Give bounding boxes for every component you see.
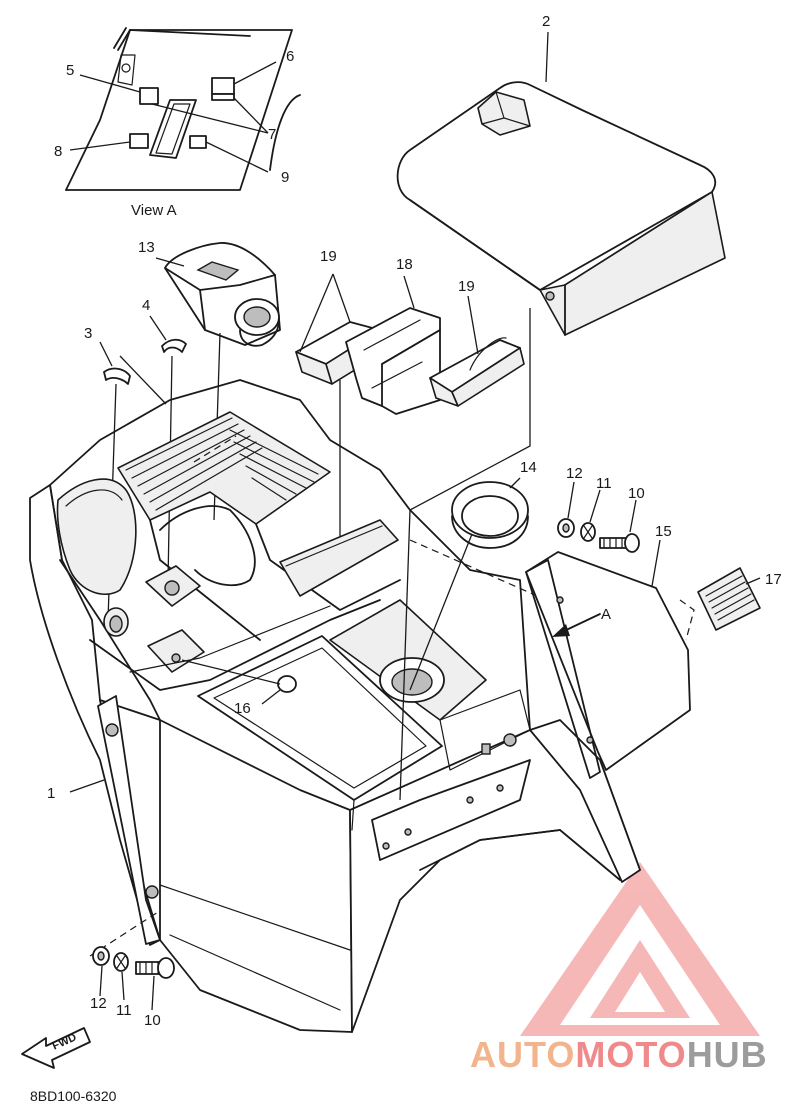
part-14-grommet: [409, 477, 529, 691]
watermark-moto: MOTO: [575, 1034, 687, 1075]
callout-12-upper: 12: [566, 465, 583, 482]
view-a-arrow: [552, 613, 601, 637]
callout-12-lower: 12: [90, 995, 107, 1012]
leader-19c: [467, 295, 479, 355]
callout-15: 15: [655, 523, 672, 540]
leader-19b: [332, 273, 351, 323]
part-17-label-plate: [679, 567, 761, 641]
dashed-route-b: [193, 435, 237, 463]
part-13-bracket: [155, 242, 281, 521]
callout-11-lower: 11: [116, 1002, 132, 1019]
hardware-upper-right: [557, 481, 640, 553]
callout-1: 1: [47, 785, 56, 802]
callout-6: 6: [286, 48, 295, 65]
callout-2: 2: [542, 13, 551, 30]
callout-5: 5: [66, 62, 75, 79]
fwd-arrow-icon: [21, 1027, 91, 1069]
leader-18: [403, 275, 415, 309]
part-1-console-body: [29, 379, 641, 1033]
view-a-inset: [65, 27, 301, 191]
callout-3: 3: [84, 325, 93, 342]
part-19-pad-right: [429, 337, 525, 407]
callout-17: 17: [765, 571, 782, 588]
callout-13: 13: [138, 239, 155, 256]
callout-10-upper: 10: [628, 485, 645, 502]
callout-8: 8: [54, 143, 63, 160]
callout-19-right: 19: [458, 278, 475, 295]
callout-11-upper: 11: [596, 475, 612, 492]
part-16-cap: [181, 659, 297, 705]
view-a-pointer-label: A: [601, 606, 612, 623]
callout-9: 9: [281, 169, 290, 186]
watermark-auto: AUTO: [470, 1034, 576, 1075]
part-2-lid: [396, 31, 726, 336]
callout-10-lower: 10: [144, 1012, 161, 1029]
leader-3-body: [119, 355, 167, 405]
callout-16: 16: [234, 700, 251, 717]
callout-18: 18: [396, 256, 413, 273]
watermark-logo: [520, 862, 760, 1036]
watermark-hub: HUB: [686, 1034, 768, 1075]
diagram-part-code: 8BD100-6320: [30, 1088, 117, 1104]
hardware-lower-left: [89, 911, 175, 1011]
callout-4: 4: [142, 297, 151, 314]
part-15-side-panel: [525, 539, 691, 779]
leader-1: [69, 779, 105, 793]
callout-19-left: 19: [320, 248, 337, 265]
watermark-brand: AUTOMOTOHUB: [470, 1034, 768, 1076]
leader-2-body: [399, 308, 531, 801]
view-a-caption: View A: [131, 202, 177, 219]
leader-19a: [299, 273, 334, 353]
callout-14: 14: [520, 459, 537, 476]
callout-7: 7: [268, 126, 277, 143]
